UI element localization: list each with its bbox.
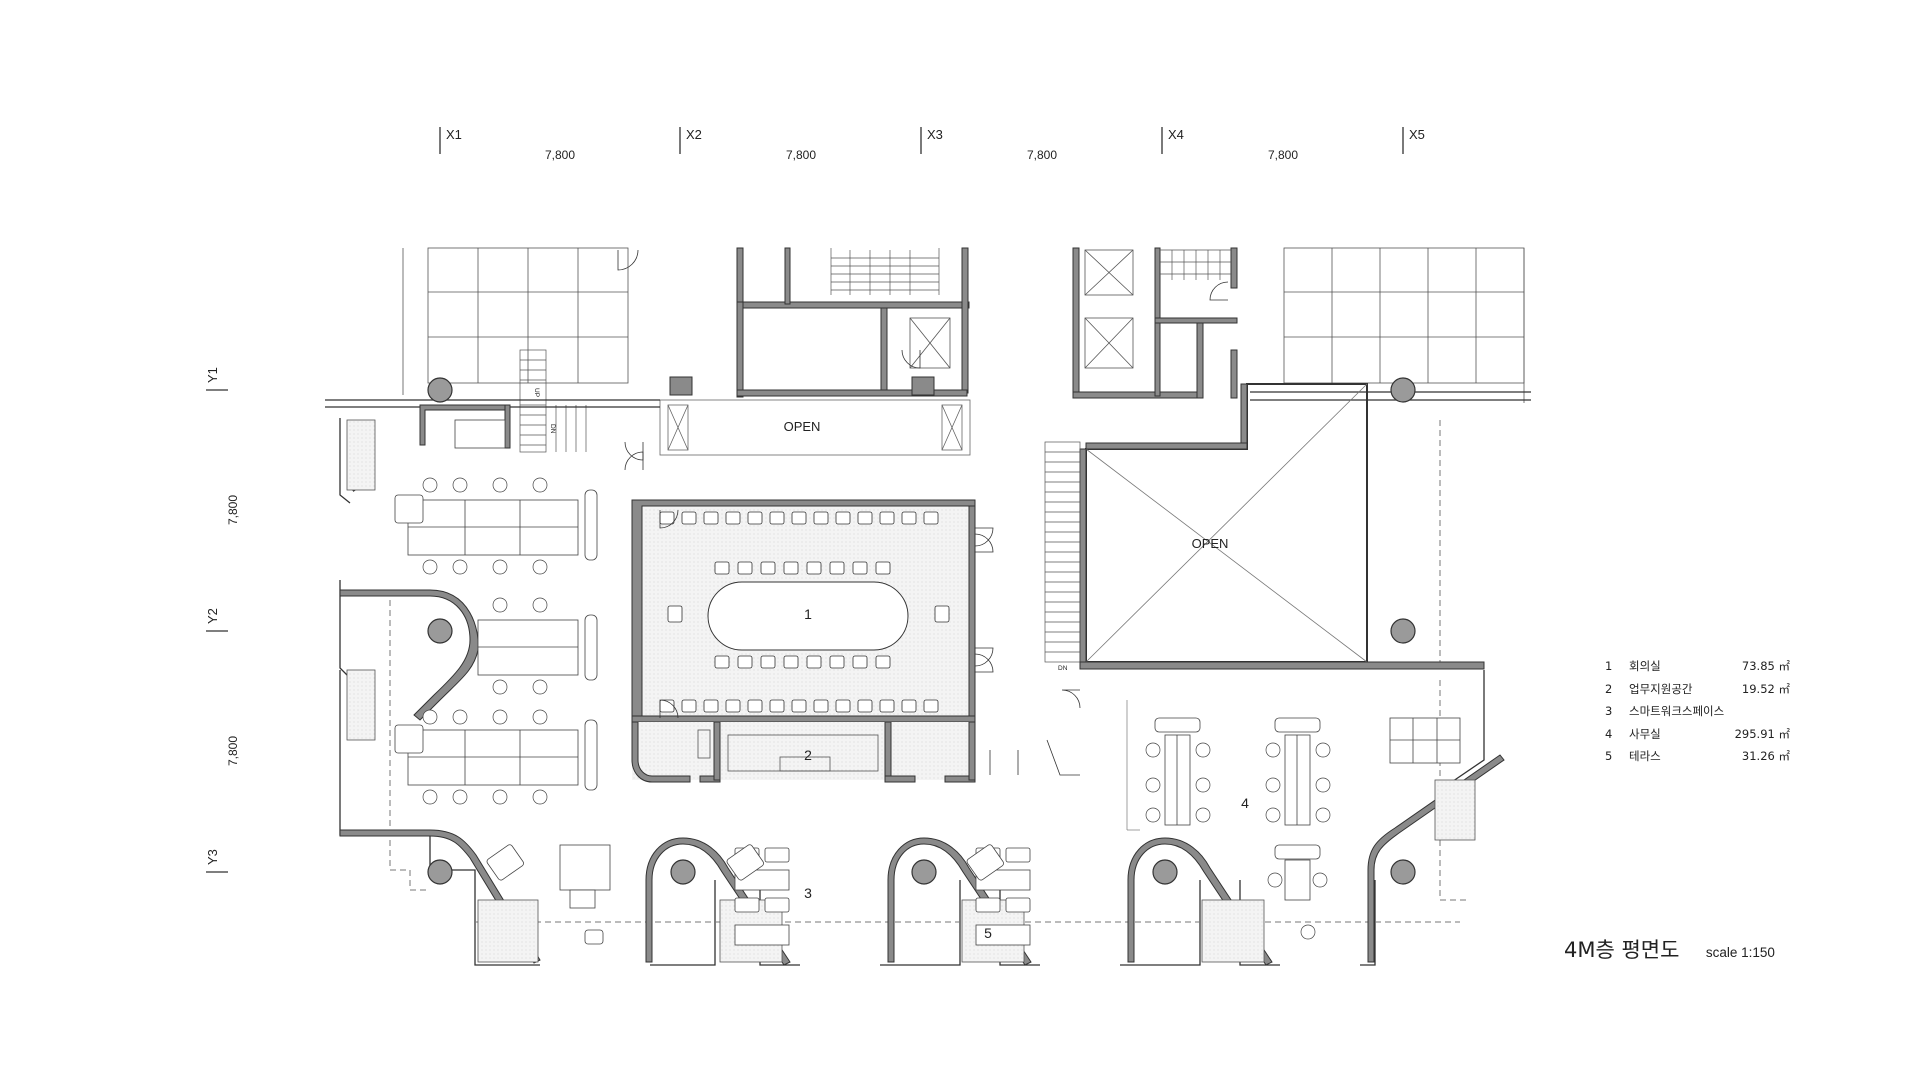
stair-large-right [1044, 441, 1081, 663]
workstations-left [394, 419, 598, 791]
grid-axes-y [206, 389, 228, 873]
drawing-title: 4M층 평면도 [1564, 938, 1680, 962]
axis-label-y2: Y2 [205, 608, 220, 624]
legend-room-area: 31.26 ㎡ [1741, 749, 1790, 764]
curtain-wall-grid-left [402, 247, 629, 395]
open-void-top [659, 399, 971, 456]
legend-number: 2 [1605, 681, 1613, 696]
doors [617, 249, 1229, 776]
axis-label-y3: Y3 [205, 849, 220, 865]
open-label-top: OPEN [784, 419, 821, 434]
dimension-y2-y3: 7,800 [226, 736, 240, 766]
legend-number: 1 [1605, 659, 1613, 674]
room-number-4: 4 [1241, 795, 1249, 811]
legend-room-name: 업무지원공간 [1629, 681, 1693, 696]
legend-room-area: 295.91 ㎡ [1734, 726, 1790, 741]
stair-dn-label-right: DN [1058, 665, 1068, 672]
legend-room-name: 테라스 [1629, 749, 1661, 764]
legend-room-area: 19.52 ㎡ [1741, 681, 1790, 696]
workstations-right [1154, 717, 1461, 901]
axis-label-x3: X3 [927, 127, 943, 142]
workspace-furniture-bottom [486, 844, 1031, 946]
axis-label-x1: X1 [446, 127, 462, 142]
dimension-x3-x4: 7,800 [1027, 148, 1057, 162]
meeting-room [631, 499, 994, 723]
legend-room-name: 스마트워크스페이스 [1629, 704, 1725, 719]
axis-label-x5: X5 [1409, 127, 1425, 142]
axis-label-y1: Y1 [205, 367, 220, 383]
legend-row: 2 업무지원공간 19.52 ㎡ [1605, 678, 1790, 701]
slab-edge-top [325, 391, 1531, 408]
core-walls [669, 247, 1238, 399]
partition-line-office [1126, 700, 1140, 831]
drawing-scale: scale 1:150 [1705, 945, 1775, 960]
structural-columns [427, 377, 1416, 885]
elevator-cars [909, 249, 1134, 369]
stair-dn-label: DN [549, 424, 556, 434]
room-number-2: 2 [804, 747, 812, 763]
room-legend: 1 회의실 73.85 ㎡ 2 업무지원공간 19.52 ㎡ 3 스마트워크스페… [1605, 655, 1790, 768]
dimension-x4-x5: 7,800 [1268, 148, 1298, 162]
drawing-title-block: 4M층 평면도 scale 1:150 [1564, 934, 1775, 964]
legend-number: 4 [1605, 726, 1613, 741]
legend-room-name: 회의실 [1629, 659, 1661, 674]
axis-label-x4: X4 [1168, 127, 1184, 142]
stair-up-label: UP [533, 388, 540, 397]
legend-row: 3 스마트워크스페이스 [1605, 700, 1790, 723]
legend-number: 5 [1605, 749, 1613, 764]
stair-treads-core-left [830, 248, 940, 295]
legend-room-name: 사무실 [1629, 726, 1661, 741]
legend-row: 5 테라스 31.26 ㎡ [1605, 745, 1790, 768]
room-number-1: 1 [804, 606, 812, 622]
stair-treads-core-right [1160, 249, 1231, 280]
axis-label-x2: X2 [686, 127, 702, 142]
stair-small-left [519, 349, 587, 453]
room-number-3: 3 [804, 885, 812, 901]
open-label-right: OPEN [1192, 536, 1229, 551]
grid-axes-x [439, 127, 1404, 154]
office-chairs-right [1145, 742, 1331, 940]
legend-room-area: 73.85 ㎡ [1741, 659, 1790, 674]
office-chairs-left [422, 477, 548, 805]
legend-number: 3 [1605, 704, 1613, 719]
dimension-y1-y2: 7,800 [226, 495, 240, 525]
dimension-x2-x3: 7,800 [786, 148, 816, 162]
meeting-chairs [659, 511, 950, 713]
open-void-right [1079, 383, 1368, 663]
room-number-5: 5 [984, 925, 992, 941]
legend-row: 1 회의실 73.85 ㎡ [1605, 655, 1790, 678]
support-space [631, 721, 976, 783]
dimension-x1-x2: 7,800 [545, 148, 575, 162]
legend-row: 4 사무실 295.91 ㎡ [1605, 723, 1790, 746]
